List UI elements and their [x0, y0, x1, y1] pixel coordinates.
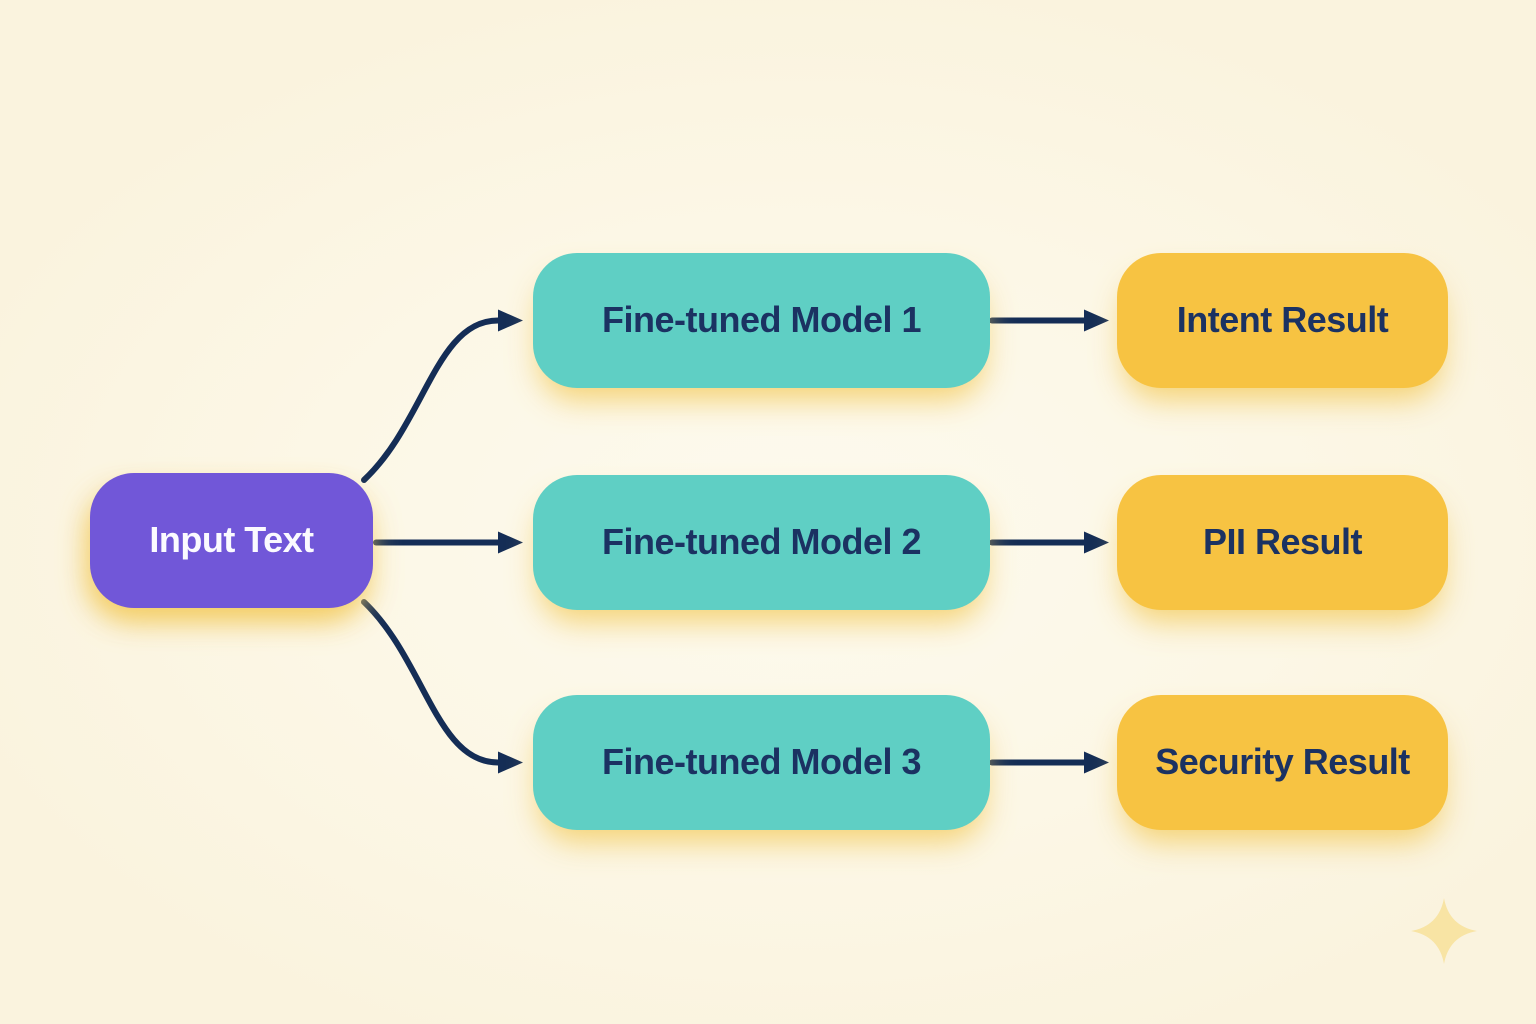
node-intent-result: Intent Result [1117, 253, 1448, 388]
model-2-label: Fine-tuned Model 2 [602, 520, 922, 562]
intent-result-label: Intent Result [1176, 298, 1389, 340]
node-fine-tuned-model-2: Fine-tuned Model 2 [533, 475, 990, 610]
node-security-result: Security Result [1117, 695, 1448, 830]
arrow-input-to-model-3 [361, 599, 523, 774]
arrow-input-to-model-1 [361, 309, 523, 483]
security-result-label: Security Result [1155, 740, 1410, 782]
sparkle-icon [1411, 898, 1477, 964]
model-1-label: Fine-tuned Model 1 [602, 298, 922, 340]
node-fine-tuned-model-1: Fine-tuned Model 1 [533, 253, 990, 388]
pii-result-label: PII Result [1202, 520, 1363, 562]
model-3-label: Fine-tuned Model 3 [602, 740, 922, 782]
node-pii-result: PII Result [1117, 475, 1448, 610]
node-fine-tuned-model-3: Fine-tuned Model 3 [533, 695, 990, 830]
input-node-label: Input Text [149, 518, 314, 560]
node-input-text: Input Text [90, 473, 373, 608]
